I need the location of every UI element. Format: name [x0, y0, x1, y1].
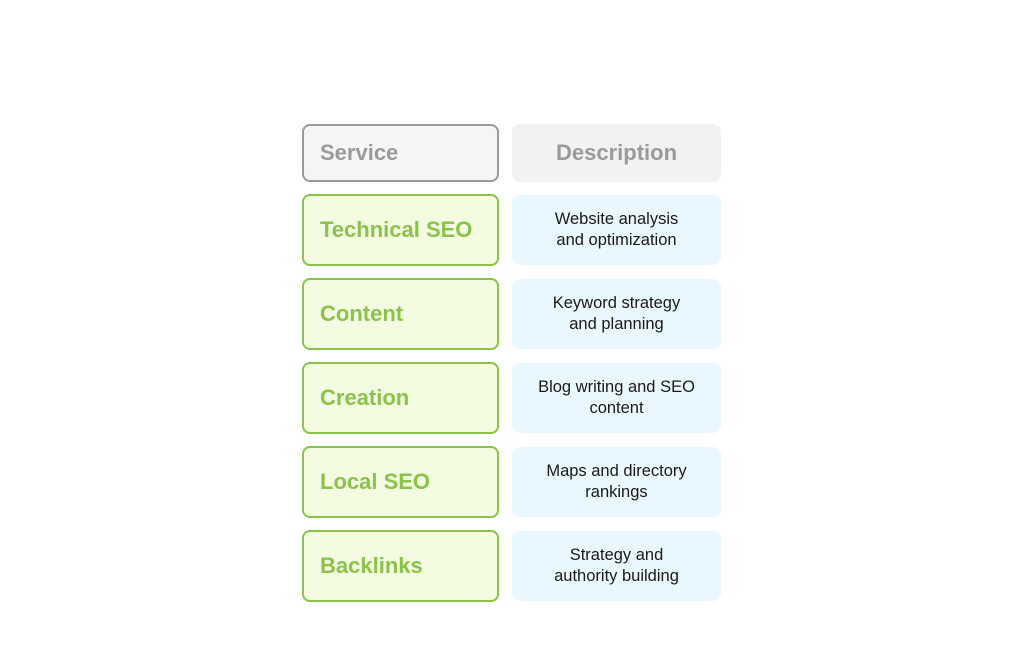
- description-content: Keyword strategy and planning: [512, 279, 721, 349]
- service-local-seo: Local SEO: [302, 446, 499, 518]
- description-backlinks: Strategy and authority building: [512, 531, 721, 601]
- service-description-table: Service Description Technical SEO Websit…: [302, 124, 721, 602]
- service-content: Content: [302, 278, 499, 350]
- service-technical-seo: Technical SEO: [302, 194, 499, 266]
- description-technical-seo: Website analysis and optimization: [512, 195, 721, 265]
- description-local-seo: Maps and directory rankings: [512, 447, 721, 517]
- service-backlinks: Backlinks: [302, 530, 499, 602]
- header-service: Service: [302, 124, 499, 182]
- description-creation: Blog writing and SEO content: [512, 363, 721, 433]
- header-description: Description: [512, 124, 721, 182]
- service-creation: Creation: [302, 362, 499, 434]
